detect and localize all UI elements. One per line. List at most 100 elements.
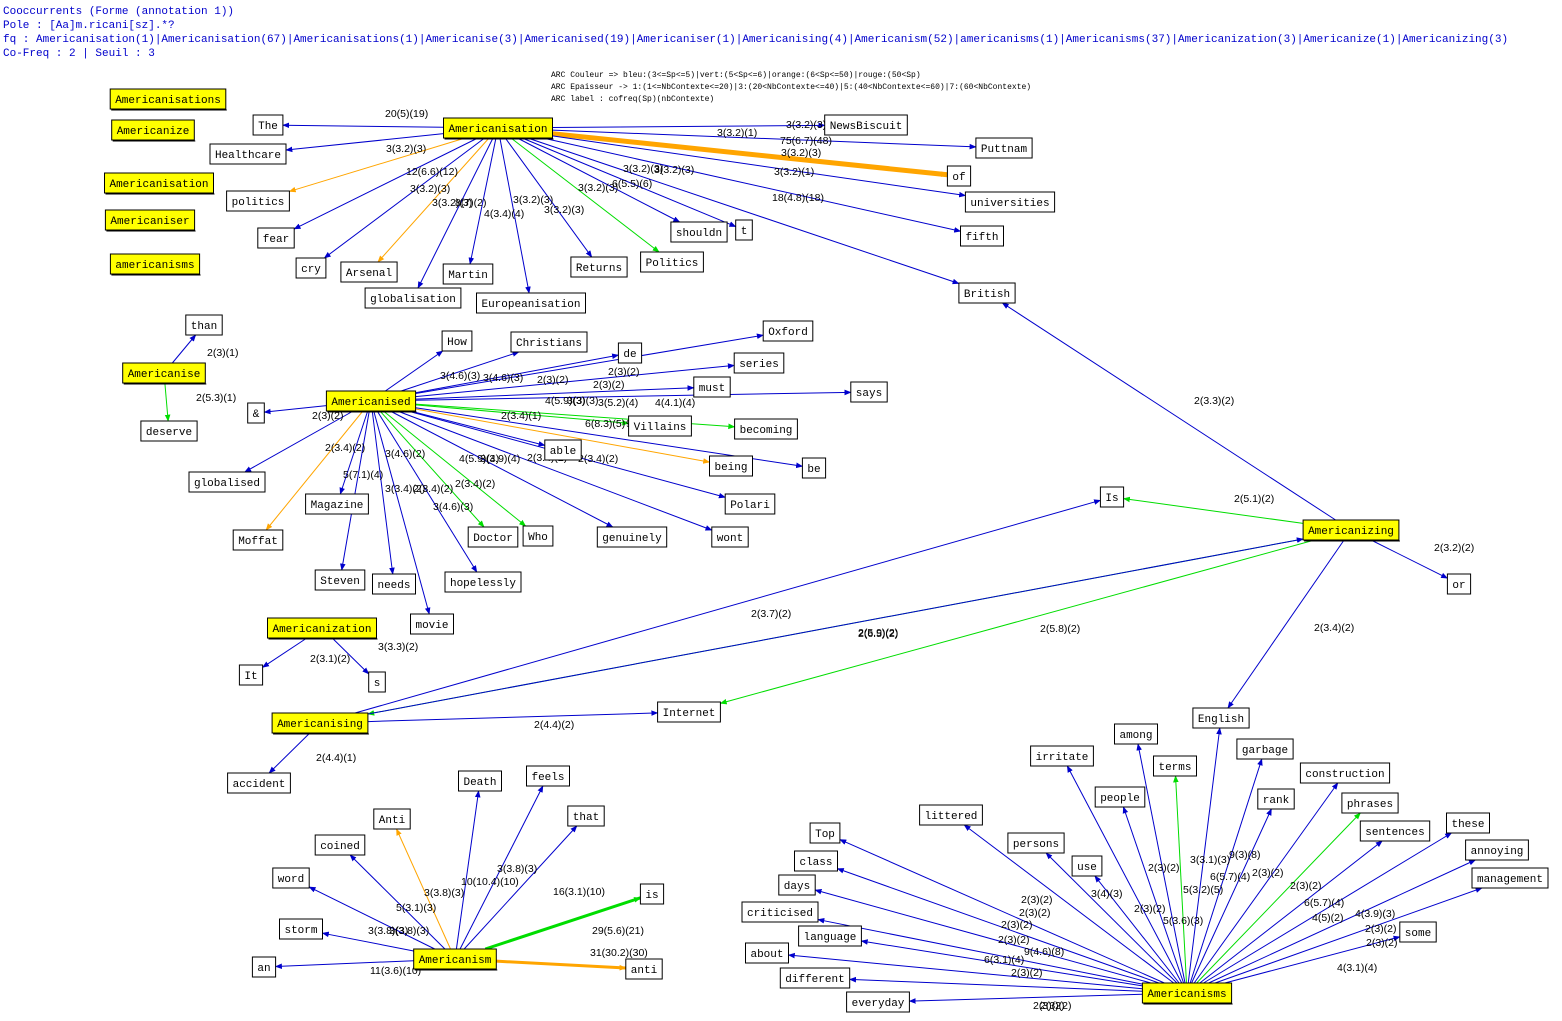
node-anti-lc[interactable]: anti (625, 958, 663, 980)
node-being[interactable]: being (709, 455, 753, 477)
pole-node-americanization[interactable]: Americanization (267, 617, 378, 640)
node-top[interactable]: Top (809, 822, 841, 844)
node-phrases[interactable]: phrases (1341, 792, 1399, 814)
node-terms[interactable]: terms (1153, 755, 1197, 777)
node-who[interactable]: Who (522, 525, 554, 547)
node-is-lc[interactable]: is (639, 883, 665, 905)
node-irritate[interactable]: irritate (1030, 745, 1094, 767)
node-internet[interactable]: Internet (657, 701, 721, 723)
node-use[interactable]: use (1071, 855, 1103, 877)
node-everyday[interactable]: everyday (846, 991, 910, 1013)
node-martin[interactable]: Martin (442, 263, 494, 285)
node-construction[interactable]: construction (1299, 762, 1391, 784)
node-must[interactable]: must (693, 376, 731, 398)
pole-node-americanism[interactable]: Americanism (413, 948, 498, 971)
node-arsenal[interactable]: Arsenal (340, 261, 398, 283)
node-oxford[interactable]: Oxford (762, 320, 814, 342)
node-europeanisation[interactable]: Europeanisation (476, 292, 586, 314)
node-shouldn[interactable]: shouldn (670, 221, 728, 243)
node-puttnam[interactable]: Puttnam (975, 137, 1033, 159)
node-de[interactable]: de (617, 342, 643, 364)
node-that[interactable]: that (567, 805, 605, 827)
node-among[interactable]: among (1114, 723, 1158, 745)
pole-node-americanizing[interactable]: Americanizing (1302, 519, 1400, 542)
pole-node-americanisation[interactable]: Americanisation (443, 117, 554, 140)
node-these[interactable]: these (1446, 812, 1490, 834)
node-globalisation[interactable]: globalisation (364, 287, 462, 309)
node-language[interactable]: language (798, 925, 862, 947)
node-english[interactable]: English (1192, 707, 1250, 729)
node-series[interactable]: series (733, 352, 785, 374)
node-or[interactable]: or (1446, 573, 1472, 595)
node-british[interactable]: British (958, 282, 1016, 304)
node-coined[interactable]: coined (314, 834, 366, 856)
node-politics2[interactable]: Politics (640, 251, 704, 273)
node-annoying[interactable]: annoying (1465, 839, 1529, 861)
node-garbage[interactable]: garbage (1236, 738, 1294, 760)
node-healthcare[interactable]: Healthcare (209, 143, 287, 165)
node-about[interactable]: about (745, 942, 789, 964)
node-be[interactable]: be (801, 457, 827, 479)
pole-node-americanisms[interactable]: Americanisms (1141, 982, 1233, 1005)
node-t[interactable]: t (735, 219, 753, 241)
node-an[interactable]: an (251, 956, 277, 978)
node-christians[interactable]: Christians (510, 331, 588, 353)
node-it[interactable]: It (238, 664, 264, 686)
node-sentences[interactable]: sentences (1359, 820, 1431, 842)
node-feels[interactable]: feels (526, 765, 570, 787)
node-becoming[interactable]: becoming (734, 418, 798, 440)
node-management[interactable]: management (1471, 867, 1549, 889)
node-than[interactable]: than (185, 314, 223, 336)
node-newsbiscuit[interactable]: NewsBiscuit (824, 114, 908, 136)
node-the[interactable]: The (252, 114, 284, 136)
node-is-cap[interactable]: Is (1099, 486, 1125, 508)
pole-node-americaniser[interactable]: Americaniser (104, 209, 196, 232)
node-fear[interactable]: fear (257, 227, 295, 249)
pole-node-americanised[interactable]: Americanised (325, 390, 417, 413)
node-globalised[interactable]: globalised (188, 471, 266, 493)
node-death[interactable]: Death (458, 770, 502, 792)
node-s[interactable]: s (368, 671, 386, 693)
node-returns[interactable]: Returns (570, 256, 628, 278)
node-anti-cap[interactable]: Anti (373, 808, 411, 830)
node-moffat[interactable]: Moffat (232, 529, 284, 551)
node-different[interactable]: different (779, 967, 851, 989)
node-days[interactable]: days (778, 874, 816, 896)
node-cry[interactable]: cry (295, 257, 327, 279)
node-how[interactable]: How (441, 330, 473, 352)
node-magazine[interactable]: Magazine (305, 493, 369, 515)
node-of[interactable]: of (946, 165, 972, 187)
pole-node-americanising[interactable]: Americanising (271, 712, 369, 735)
node-littered[interactable]: littered (919, 804, 983, 826)
node-hopelessly[interactable]: hopelessly (444, 571, 522, 593)
node-needs[interactable]: needs (372, 573, 416, 595)
pole-node-americanisms-lc[interactable]: americanisms (109, 253, 201, 276)
node-able[interactable]: able (544, 439, 582, 461)
pole-node-americanisation2[interactable]: Americanisation (104, 172, 215, 195)
node-says[interactable]: says (850, 381, 888, 403)
node-universities[interactable]: universities (964, 191, 1056, 213)
node-criticised[interactable]: criticised (741, 901, 819, 923)
node-some[interactable]: some (1399, 921, 1437, 943)
pole-node-americanize[interactable]: Americanize (111, 119, 196, 142)
node-steven[interactable]: Steven (314, 569, 366, 591)
node-people[interactable]: people (1094, 786, 1146, 808)
pole-node-americanisations[interactable]: Americanisations (109, 88, 227, 111)
node-doctor[interactable]: Doctor (467, 526, 519, 548)
node-persons[interactable]: persons (1007, 832, 1065, 854)
node-wont[interactable]: wont (711, 526, 749, 548)
node-genuinely[interactable]: genuinely (596, 526, 668, 548)
node-villains[interactable]: Villains (628, 415, 692, 437)
node-word[interactable]: word (272, 867, 310, 889)
node-politics[interactable]: politics (226, 190, 290, 212)
node-storm[interactable]: storm (279, 918, 323, 940)
node-accident[interactable]: accident (227, 772, 291, 794)
node-rank[interactable]: rank (1257, 788, 1295, 810)
node-class[interactable]: class (794, 850, 838, 872)
pole-node-americanise[interactable]: Americanise (122, 362, 207, 385)
node-movie[interactable]: movie (410, 613, 454, 635)
node-polari[interactable]: Polari (724, 493, 776, 515)
node-amp[interactable]: & (247, 402, 265, 424)
node-fifth[interactable]: fifth (960, 225, 1004, 247)
node-deserve[interactable]: deserve (140, 420, 198, 442)
